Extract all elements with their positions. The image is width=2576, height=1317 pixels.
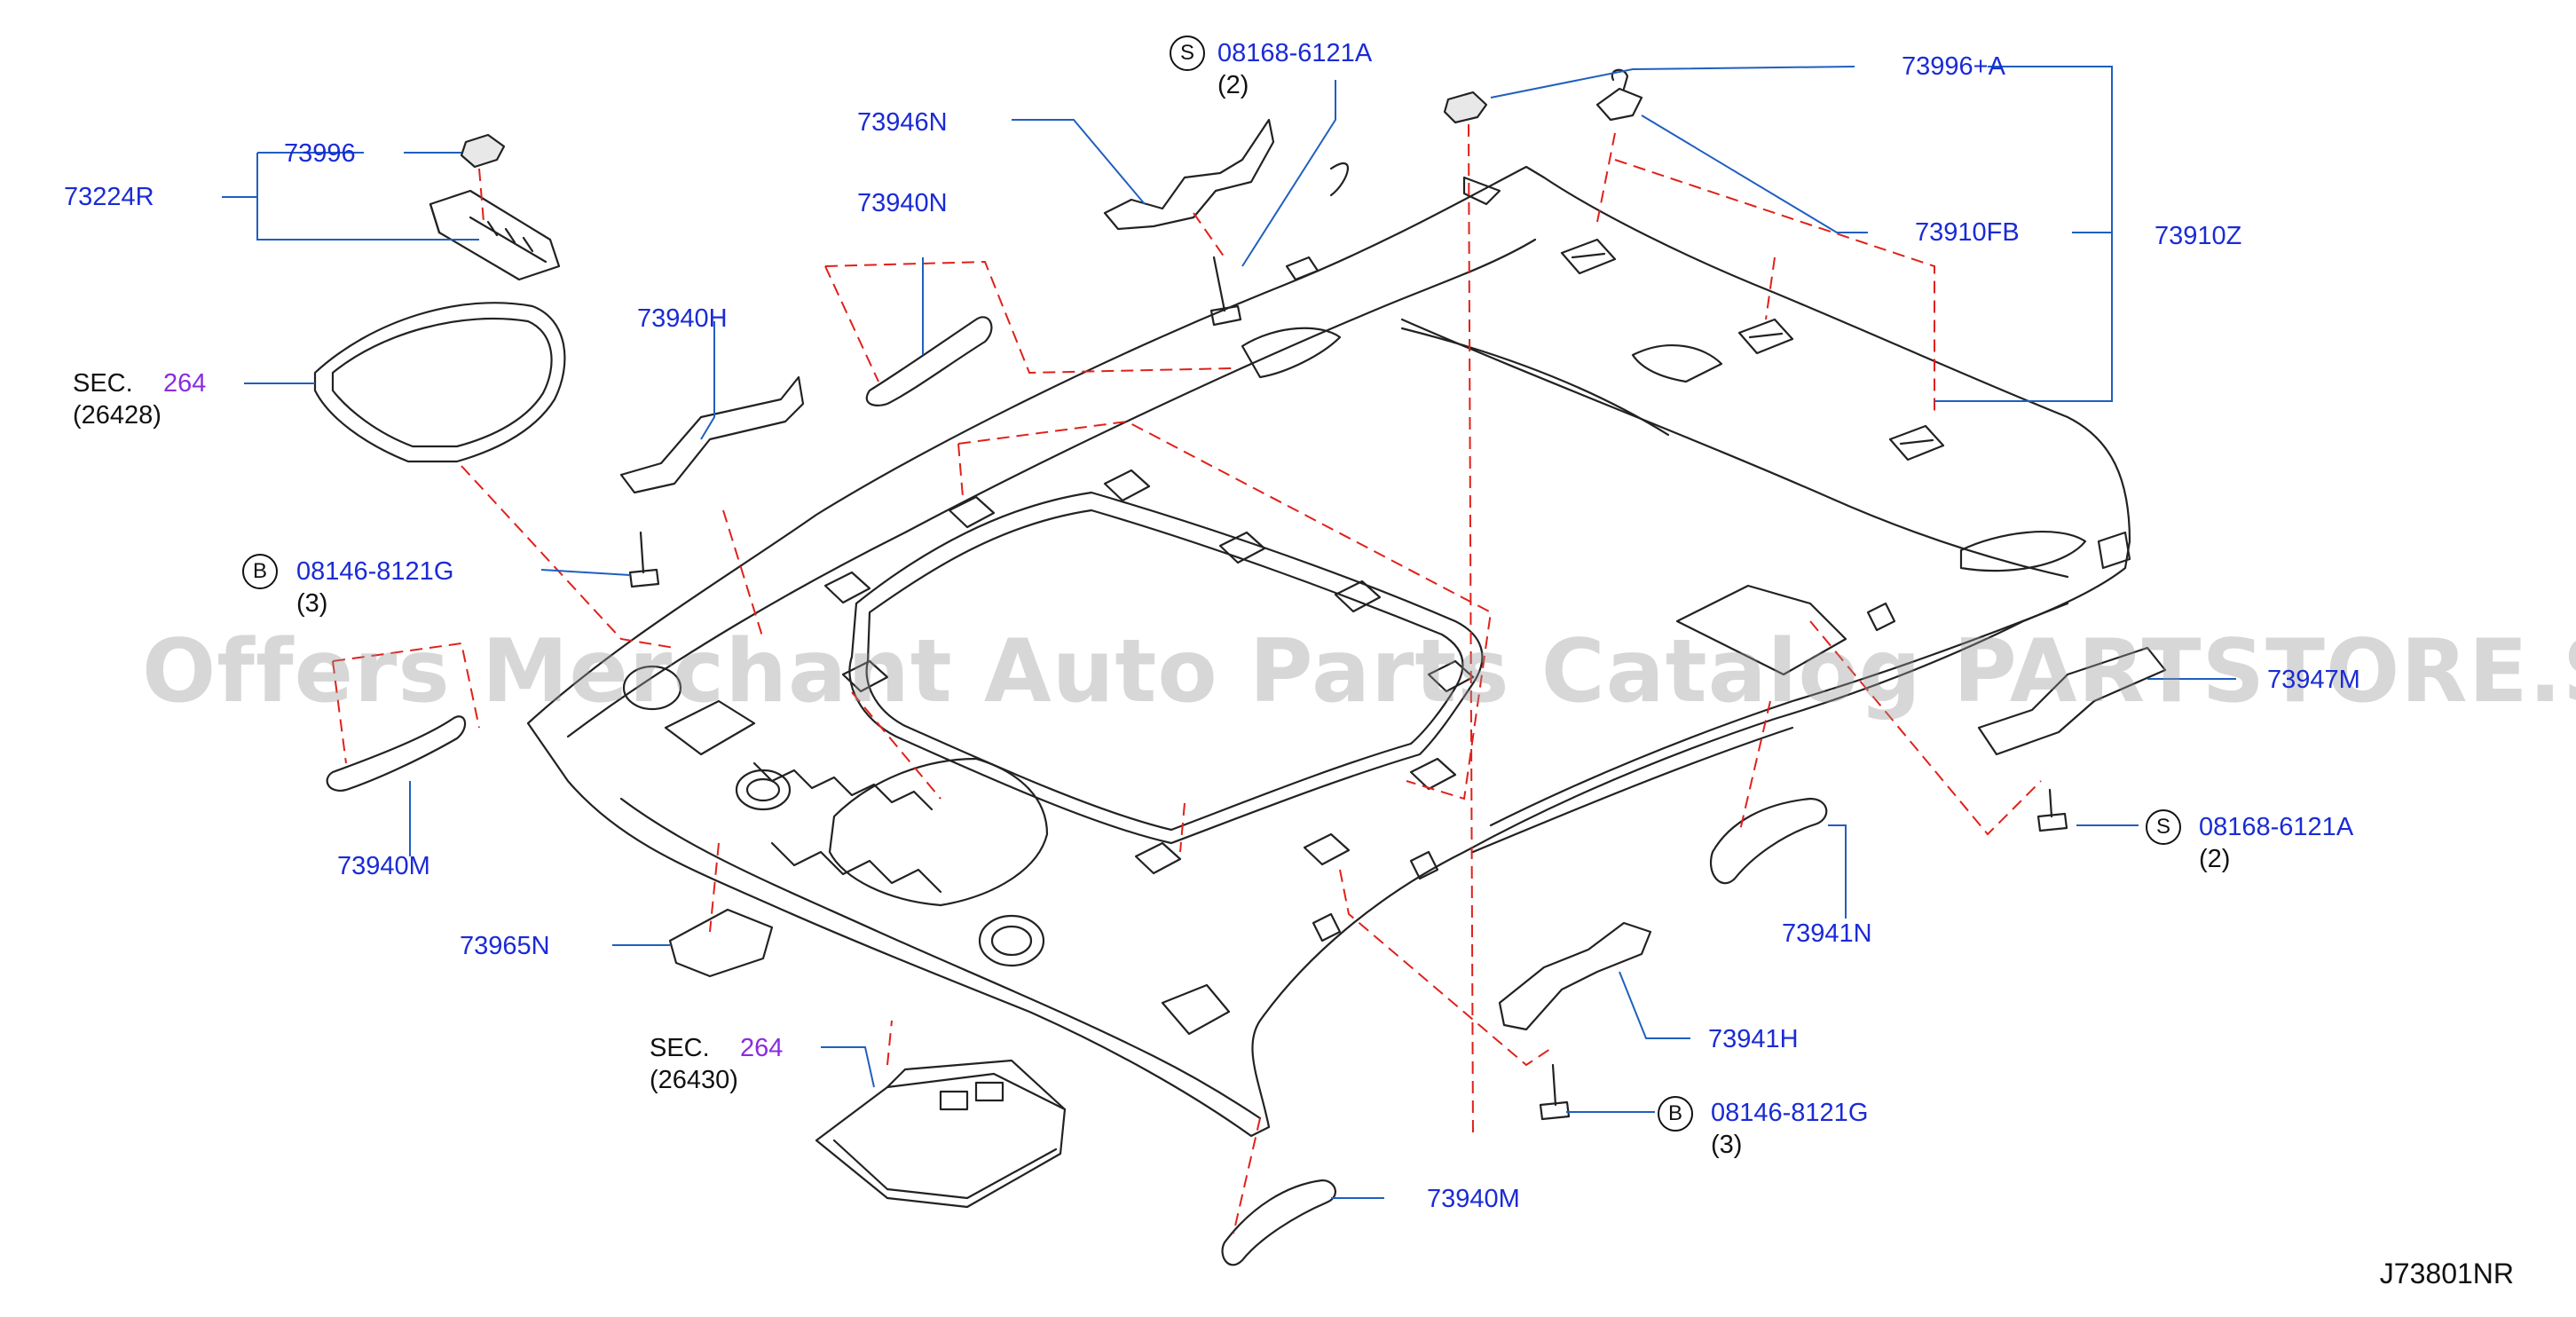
label-sec-2-ref: (26430)	[650, 1066, 738, 1094]
clip-73910FB-top	[1595, 68, 1643, 122]
bolt-right-s	[2036, 788, 2068, 832]
bolt-top	[1209, 256, 1242, 327]
badge-b-left: B	[242, 554, 278, 589]
label-08168-6121A-right[interactable]: 08168-6121A	[2199, 813, 2354, 841]
bolt-left	[628, 531, 660, 588]
label-73940H[interactable]: 73940H	[637, 304, 728, 333]
label-qty-right-s: (2)	[2199, 845, 2231, 873]
clip-73910FB-1	[1560, 238, 1617, 275]
label-08146-8121G-right[interactable]: 08146-8121G	[1711, 1099, 1869, 1127]
label-sec-1: SEC.	[73, 369, 133, 398]
leader-lines	[222, 66, 2236, 1199]
assembly-lines	[332, 123, 2042, 1234]
diagram-code: J73801NR	[2379, 1258, 2514, 1289]
label-73940N[interactable]: 73940N	[857, 189, 948, 217]
round-pod	[735, 769, 792, 811]
dome-lamp-recess	[828, 757, 1049, 907]
label-sec-1-num[interactable]: 264	[163, 369, 207, 398]
grip-73941N	[1710, 797, 1828, 885]
headliner-panel	[526, 162, 2131, 1138]
label-73996A[interactable]: 73996+A	[1902, 52, 2005, 81]
dome-lamp-26430	[815, 1059, 1067, 1209]
label-08168-6121A-top[interactable]: 08168-6121A	[1217, 39, 1373, 67]
label-73946N[interactable]: 73946N	[857, 108, 948, 137]
label-73910Z[interactable]: 73910Z	[2155, 222, 2242, 250]
sunroof-opening	[848, 491, 1484, 845]
label-73940M-left[interactable]: 73940M	[337, 852, 430, 880]
grip-73940M-bottom	[1221, 1179, 1336, 1266]
label-73224R[interactable]: 73224R	[64, 183, 154, 211]
bracket-73940H	[619, 375, 805, 494]
bracket-73941H	[1498, 921, 1652, 1031]
badge-s-right: S	[2146, 809, 2181, 845]
label-qty-top: (2)	[1217, 71, 1249, 99]
label-73940M-bottom[interactable]: 73940M	[1427, 1185, 1520, 1213]
label-73996[interactable]: 73996	[284, 139, 356, 168]
label-sec-2: SEC.	[650, 1034, 710, 1062]
label-73941N[interactable]: 73941N	[1782, 919, 1872, 948]
clip-73910FB-3	[1888, 424, 1945, 461]
label-73965N[interactable]: 73965N	[460, 932, 550, 960]
round-pod	[622, 665, 682, 711]
label-qty-right: (3)	[1711, 1131, 1743, 1159]
label-qty-left: (3)	[296, 589, 328, 618]
connector-73224R	[429, 189, 561, 281]
round-pod	[978, 914, 1045, 967]
badge-s-top: S	[1170, 35, 1205, 71]
grip-73940N	[865, 316, 993, 406]
label-08146-8121G-left[interactable]: 08146-8121G	[296, 557, 454, 586]
watermark: Offers Merchant Auto Parts Catalog PARTS…	[142, 621, 2576, 722]
label-sec-2-num[interactable]: 264	[740, 1034, 784, 1062]
label-sec-1-ref: (26428)	[73, 401, 161, 430]
bolt-right	[1539, 1063, 1571, 1121]
sunroof-clips	[823, 469, 1475, 875]
pad-73996	[460, 133, 506, 169]
label-73910FB[interactable]: 73910FB	[1915, 218, 2020, 247]
sunroof-seal-26428	[313, 302, 566, 463]
pad-73996A	[1443, 91, 1488, 124]
cover-73965N	[668, 908, 774, 978]
bracket-73947M	[1977, 646, 2167, 756]
bracket-73946N	[1103, 118, 1275, 231]
badge-b-right: B	[1658, 1096, 1693, 1132]
label-73947M[interactable]: 73947M	[2267, 666, 2360, 694]
label-73941H[interactable]: 73941H	[1708, 1025, 1799, 1053]
grip-73940M-left	[326, 715, 467, 792]
clip-73910FB-2	[1737, 318, 1794, 355]
